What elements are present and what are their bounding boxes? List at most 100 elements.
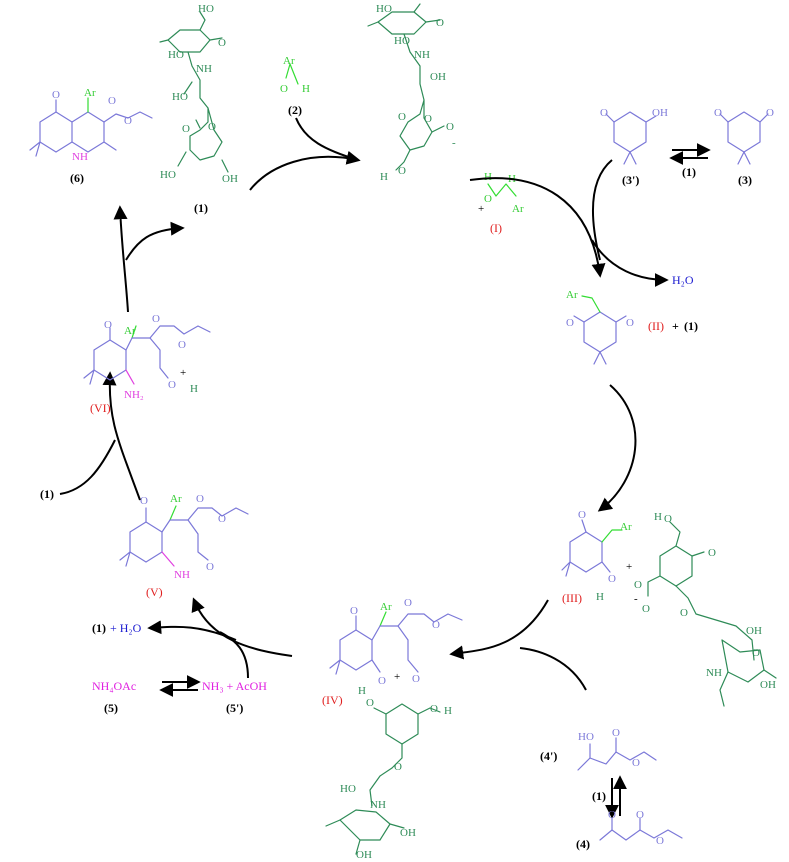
arrow-catalyst-to-complex [249,150,361,191]
complex-o-acid: O [398,165,406,177]
product-6-structure [29,97,153,157]
label-compound-5p: (5') [226,701,243,715]
dimedone-3p-o: O [600,107,608,119]
label-equilibrium-catalyst-4: (1) [592,789,606,803]
catalyst-III-o-minus: O [634,579,642,591]
intermediate-V-ar: Ar [170,493,182,505]
complex-o-carbonyl: O [424,113,432,125]
product-6-o-ester: O [124,115,132,127]
catalyst-III-o-h: O [664,513,672,525]
catalyst-1-nh: NH [196,63,212,75]
intermediate-VI-plus: + [180,367,186,379]
catalyst-1-ho-chain: HO [172,91,188,103]
dimedone-3p-oh: OH [652,107,668,119]
arrow-III-to-IV [449,599,549,660]
label-water-released: + H₂O [110,621,142,635]
intermediate-VI-o-ester: O [178,339,186,351]
label-nh3-acoh: NH₃ + AcOH [202,679,267,693]
label-catalyst-enter-V: (1) [40,487,54,501]
intermediate-VI-o-ketone: O [168,379,176,391]
label-intermediate-II: (II) [648,319,664,333]
aldehyde-2-o: O [280,83,288,95]
label-compound-2: (2) [288,103,302,117]
catalyst-1-ho-top: HO [198,3,214,15]
ketoester-4-o-carbonyl: O [636,809,644,821]
intermediate-III-ar: Ar [620,521,632,533]
label-compound-6: (6) [70,171,84,185]
catalyst-III-oh: OH [746,625,762,637]
label-II-plus-catalyst: (1) [684,319,698,333]
intermediate-V-o-ester-carbonyl: O [196,493,204,505]
intermediate-VI-o-ester-carbonyl: O [152,313,160,325]
label-compound-5: (5) [104,701,118,715]
ketoester-4-structure [599,829,683,841]
catalyst-1-ho-acid-left: HO [160,169,176,181]
arrow-IV-to-V [191,597,293,657]
label-equilibrium-catalyst-3: (1) [682,165,696,179]
intermediate-IV-structure [329,611,463,675]
label-compound-4: (4) [576,837,590,851]
aldehyde-2-ar: Ar [283,55,295,67]
catalyst-IV-o-minus: O [366,697,374,709]
arrow-catalyst-water-out [147,620,237,641]
complex-o-ring: O [436,17,444,29]
catalyst-III-minus: - [634,593,638,605]
label-intermediate-IV: (IV) [322,693,343,707]
intermediate-IV-o-ester: O [432,619,440,631]
intermediate-IV-ar: Ar [380,601,392,613]
arrow-V-to-VI [102,371,141,501]
aldehyde-2-structure [285,63,299,85]
catalyst-attached-IV-structure [325,703,441,855]
ketoester-4-substituents [611,817,641,831]
catalyst-attached-III-structure [647,521,777,707]
intermediate-IV-o-bottom: O [378,675,386,687]
complex-nh: NH [414,49,430,61]
catalyst-1-ho-ring: HO [168,49,184,61]
intermediate-VI-o-top: O [104,319,112,331]
catalyst-IV-oh-bottom: OH [356,849,372,861]
ketoester-4-o-ketone: O [608,809,616,821]
arrow-catalyst-enter-V [59,439,116,495]
arrow-ketoester-enter [519,647,587,691]
catalyst-III-o-ring: O [752,647,760,659]
complex-o-ester: O [398,111,406,123]
intermediate-VI-ar: Ar [124,325,136,337]
intermediate-IV-o-top: O [350,605,358,617]
catalyst-III-o-ester: O [680,607,688,619]
label-intermediate-V: (V) [146,585,163,599]
arrow-water-out [591,239,669,287]
intermediate-IV-h: H [358,685,366,697]
intermediate-I-plus: + [478,203,484,215]
label-compound-3: (3) [738,173,752,187]
activated-catalyst-structure [367,3,445,171]
catalyst-III-o-lower: O [642,603,650,615]
catalyst-IV-o-h: O [430,703,438,715]
arrow-aldehyde-to-complex [295,117,359,161]
intermediate-IV-o-ester-carbonyl: O [404,597,412,609]
complex-oh-chain: OH [430,71,446,83]
ketoester-4p-substituents [589,737,617,759]
ketoester-4p-ho: HO [578,731,594,743]
catalyst-IV-oh-ring: OH [400,827,416,839]
product-6-ar: Ar [84,87,96,99]
intermediate-II-structure [573,295,627,365]
complex-h-acid: H [380,171,388,183]
arrow-catalyst-regenerated [125,221,185,261]
product-6-nh: NH [72,151,88,163]
ketoester-4-o-ester: O [656,835,664,847]
arrow-II-to-III [597,384,637,512]
complex-minus: - [452,137,456,149]
catalyst-IV-nh: NH [370,799,386,811]
label-water-out: H₂O [672,273,694,287]
label-compound-3p: (3') [622,173,639,187]
intermediate-II-o-left: O [566,317,574,329]
label-intermediate-VI: (VI) [90,401,111,415]
catalyst-III-oh-ring: OH [760,679,776,691]
catalyst-III-h: H [654,511,662,523]
intermediate-I-ar: Ar [512,203,524,215]
aldehyde-2-h: H [302,83,310,95]
catalyst-IV-ho: HO [340,783,356,795]
label-intermediate-III: (III) [562,591,582,605]
dimedone-3-o-left: O [714,107,722,119]
